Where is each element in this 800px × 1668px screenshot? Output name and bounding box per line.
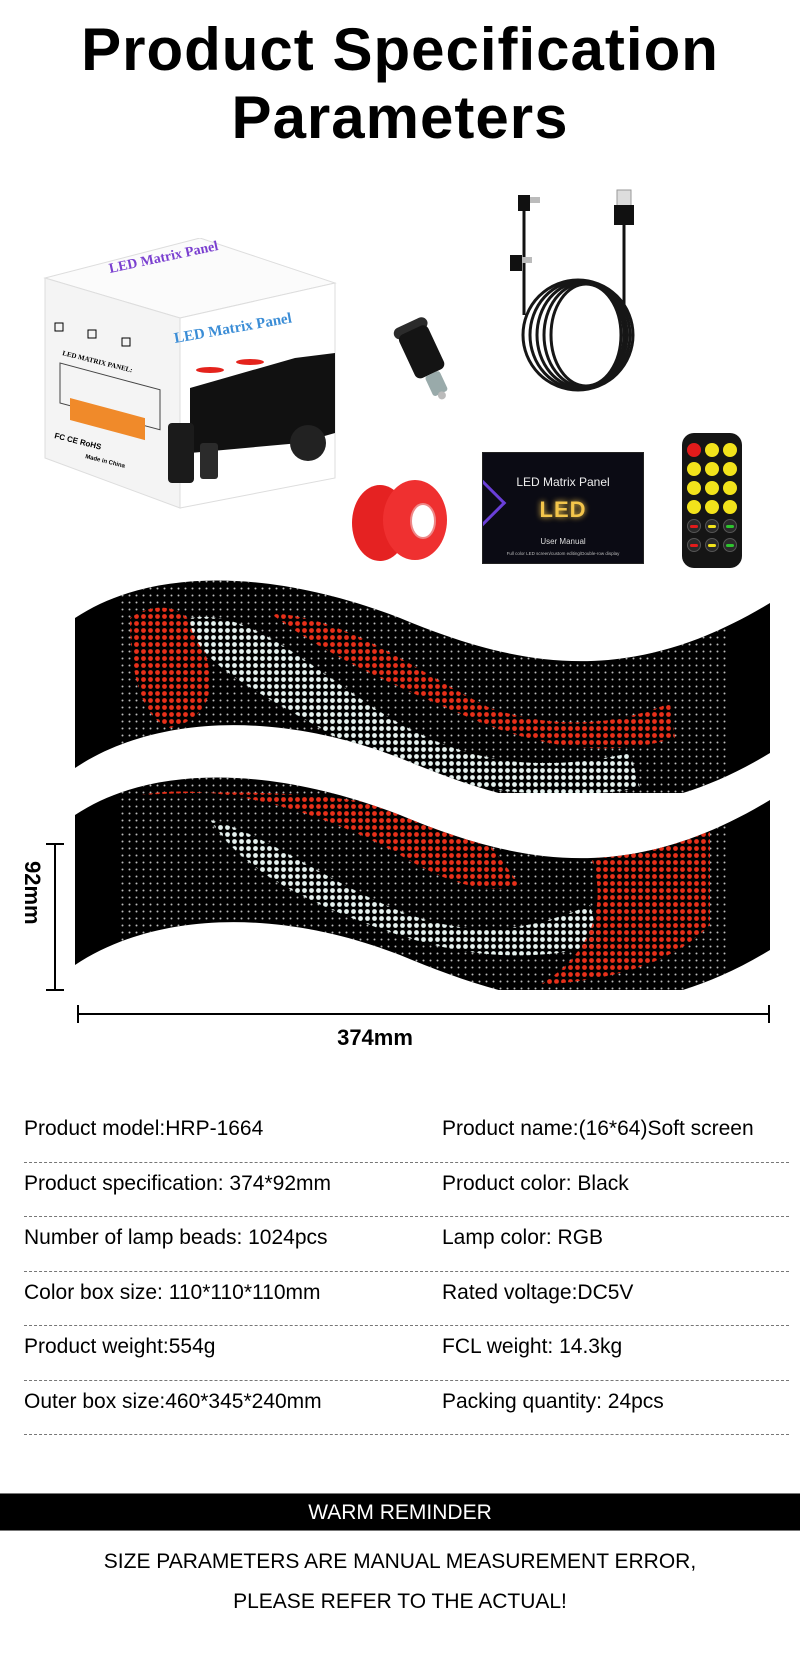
spec-lamp-color: Lamp color: RGB: [442, 1226, 604, 1249]
height-dimension-line: [54, 843, 56, 991]
page-title-line-2: Parameters: [231, 84, 569, 151]
spec-product-name: Product name:(16*64)Soft screen: [442, 1117, 754, 1140]
spec-lamp-beads: Number of lamp beads: 1024pcs: [24, 1226, 328, 1249]
width-dimension-line: [77, 1013, 770, 1015]
manual-tagline: Full color LED screen/custom editing/Dou…: [506, 551, 620, 556]
warm-reminder-banner: WARM REMINDER: [0, 1493, 800, 1531]
spec-color-box-size: Color box size: 110*110*110mm: [24, 1280, 321, 1304]
led-panel-image-bottom: [70, 775, 770, 1004]
width-dimension-cap-left: [77, 1005, 79, 1023]
eye-green-icon: [723, 538, 737, 552]
turn-right-icon: [723, 462, 737, 476]
width-dimension-cap-right: [768, 1005, 770, 1023]
spec-product-specification: Product specification: 374*92mm: [24, 1171, 331, 1195]
user-manual-image: LED Matrix Panel LED User Manual Full co…: [482, 452, 644, 564]
spec-row: Product specification: 374*92mm Product …: [24, 1163, 789, 1217]
manual-subtitle: User Manual: [540, 537, 586, 546]
height-dimension-cap-top: [46, 843, 64, 845]
warning-icon: [687, 481, 701, 495]
power-button-icon: [687, 443, 701, 457]
remote-key-icon: [705, 462, 719, 476]
remote-key-icon: [723, 500, 737, 514]
color-box-image: LED Matrix Panel LED Matrix Panel LED MA…: [40, 237, 340, 538]
led-panel-image-top: [70, 578, 770, 807]
remote-key-icon: [723, 443, 737, 457]
spec-row: Product model:HRP-1664 Product name:(16*…: [24, 1108, 789, 1163]
spec-row: Number of lamp beads: 1024pcs Lamp color…: [24, 1217, 789, 1272]
spec-packing-quantity: Packing quantity: 24pcs: [442, 1389, 664, 1413]
height-dimension-cap-bottom: [46, 989, 64, 991]
spec-fcl-weight: FCL weight: 14.3kg: [442, 1335, 623, 1358]
remote-key-icon: [705, 481, 719, 495]
reminder-line-1: SIZE PARAMETERS ARE MANUAL MEASUREMENT E…: [103, 1550, 697, 1573]
double-sided-tape-image: [345, 475, 455, 565]
reminder-line-2: PLEASE REFER TO THE ACTUAL!: [233, 1590, 567, 1613]
eye-yellow-icon: [705, 519, 719, 533]
turn-left-icon: [687, 462, 701, 476]
remote-control-image: [682, 433, 742, 568]
page-title-line-1: Product Specification: [81, 16, 719, 83]
manual-title: LED Matrix Panel: [516, 475, 610, 489]
spec-product-model: Product model:HRP-1664: [24, 1117, 264, 1140]
remote-key-icon: [705, 500, 719, 514]
spec-row: Product weight:554g FCL weight: 14.3kg: [24, 1326, 789, 1381]
eye-green-icon: [723, 519, 737, 533]
spec-outer-box-size: Outer box size:460*345*240mm: [24, 1389, 322, 1413]
remote-key-icon: [705, 443, 719, 457]
remote-key-icon: [687, 500, 701, 514]
eye-red-icon: [687, 538, 701, 552]
car-charger-image: [385, 300, 460, 410]
manual-logo: LED: [539, 497, 587, 522]
height-dimension-label: 92mm: [20, 861, 45, 925]
usb-cable-image: [510, 185, 660, 400]
spec-product-color: Product color: Black: [442, 1171, 629, 1195]
spec-row: Outer box size:460*345*240mm Packing qua…: [24, 1381, 789, 1435]
eye-yellow-icon: [705, 538, 719, 552]
spec-product-weight: Product weight:554g: [24, 1335, 216, 1358]
width-dimension-label: 374mm: [337, 1025, 413, 1050]
spec-row: Color box size: 110*110*110mm Rated volt…: [24, 1272, 789, 1326]
spec-table: Product model:HRP-1664 Product name:(16*…: [24, 1108, 789, 1435]
spec-rated-voltage: Rated voltage:DC5V: [442, 1280, 634, 1304]
remote-key-icon: [723, 481, 737, 495]
eye-red-icon: [687, 519, 701, 533]
